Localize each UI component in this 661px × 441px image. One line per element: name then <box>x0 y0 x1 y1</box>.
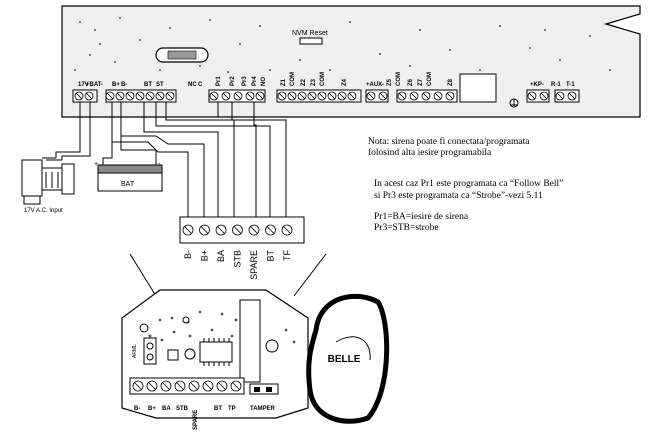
battery-minus: - <box>158 161 161 168</box>
board-terminal-label: ST <box>156 82 164 88</box>
board-terminal-label: T-1 <box>566 82 575 88</box>
board-terminal-label: Z1 <box>281 78 287 86</box>
board-terminal-label: COM <box>320 72 326 86</box>
pr1-line: Pr1=BA=iesire de sirena <box>374 212 469 222</box>
note-line-2: folosind alta iesire programabila <box>368 148 492 158</box>
case-line-2: si Pr3 este programata ca “Strobe”-vezi … <box>374 191 543 201</box>
transformer-label: 17V A.C. Input <box>24 208 63 214</box>
board-terminal-label: COM <box>396 72 402 86</box>
board-terminal-label: B+ <box>112 82 120 88</box>
siren-cover-label: BELLE <box>328 354 361 365</box>
board-terminal-label: Pr4 <box>252 76 258 86</box>
board-terminal-label: Pr2 <box>230 76 236 86</box>
note-line-1: Nota: sirena poate fi conectata/programa… <box>368 137 530 147</box>
siren-board-label: SPARE <box>193 410 199 430</box>
siren-terminal-label: BT <box>266 250 276 262</box>
siren-terminal-label: TF <box>282 250 292 261</box>
siren-terminal-strip: B- B+ BA STB SPARE BT TF <box>179 216 305 280</box>
siren-pcb: ARML B- B+ BA STB SPARE BT TP TAMPER <box>121 289 309 430</box>
battery-label: BAT <box>121 181 135 188</box>
board-terminal-label: Z3 <box>311 78 317 86</box>
siren-board-label: TP <box>228 406 236 412</box>
siren-terminal-label: STB <box>233 250 243 268</box>
siren-board-label: B- <box>134 406 140 412</box>
siren-board-label: TAMPER <box>250 406 276 412</box>
siren-terminal-label: BA <box>216 250 226 262</box>
board-terminal-label: 17V <box>78 82 89 88</box>
siren-cover: BELLE <box>306 293 390 424</box>
transformer: 17V A.C. Input <box>21 159 75 214</box>
siren-board-label: BA <box>162 406 171 412</box>
board-terminal-label: Z2 <box>301 78 307 86</box>
board-terminal-label: B- <box>121 82 127 88</box>
board-terminal-label: COM <box>290 72 296 86</box>
pr3-line: Pr3=STB=strobe <box>374 223 439 233</box>
board-terminal-label: R-1 <box>551 82 561 88</box>
board-terminal-label: Pr3 <box>242 76 248 86</box>
board-terminal-label: NC <box>188 82 197 88</box>
board-terminal-screws <box>74 91 577 101</box>
board-terminal-label: Z7 <box>418 78 424 86</box>
svg-text:ARML: ARML <box>132 344 138 358</box>
zoom-lines <box>129 253 327 297</box>
board-terminal-label: +BAT- <box>86 82 103 88</box>
case-line-1: In acest caz Pr1 este programata ca “Fol… <box>374 179 564 189</box>
fuse <box>155 47 209 63</box>
board-terminal-label: Z4 <box>342 78 348 86</box>
board-terminal-label: +AUX- <box>366 82 384 88</box>
board-terminal-label: Z6 <box>408 78 414 86</box>
board-terminal-label: COM <box>427 72 433 86</box>
battery: + - BAT <box>94 161 163 192</box>
siren-board-label: STB <box>176 406 189 412</box>
nvm-reset-jumper <box>299 37 323 45</box>
wiring <box>42 102 287 218</box>
board-terminal-label: Pr1 <box>216 76 222 86</box>
siren-terminal-labels: B- B+ BA STB SPARE BT TF <box>183 250 292 280</box>
siren-board-label: B+ <box>148 406 156 412</box>
siren-board-label: BT <box>214 406 222 412</box>
ground-icon <box>509 98 519 108</box>
board-terminal-label: +KP- <box>530 82 544 88</box>
board-terminal-label: C <box>198 82 203 88</box>
siren-terminal-label: B+ <box>200 250 210 261</box>
battery-plus: + <box>94 161 98 168</box>
siren-board-labels: B- B+ BA STB SPARE BT TP TAMPER <box>134 406 276 430</box>
nvm-reset-label: NVM Reset <box>292 30 328 37</box>
siren-terminal-label: B- <box>183 250 193 259</box>
board-terminal-label: BT <box>144 82 152 88</box>
board-terminal-label: NO <box>261 77 267 86</box>
board-terminal-label: Z5 <box>387 78 393 86</box>
siren-terminal-label: SPARE <box>249 250 259 280</box>
board-terminal-label: Z8 <box>448 78 454 86</box>
relay <box>459 73 497 103</box>
